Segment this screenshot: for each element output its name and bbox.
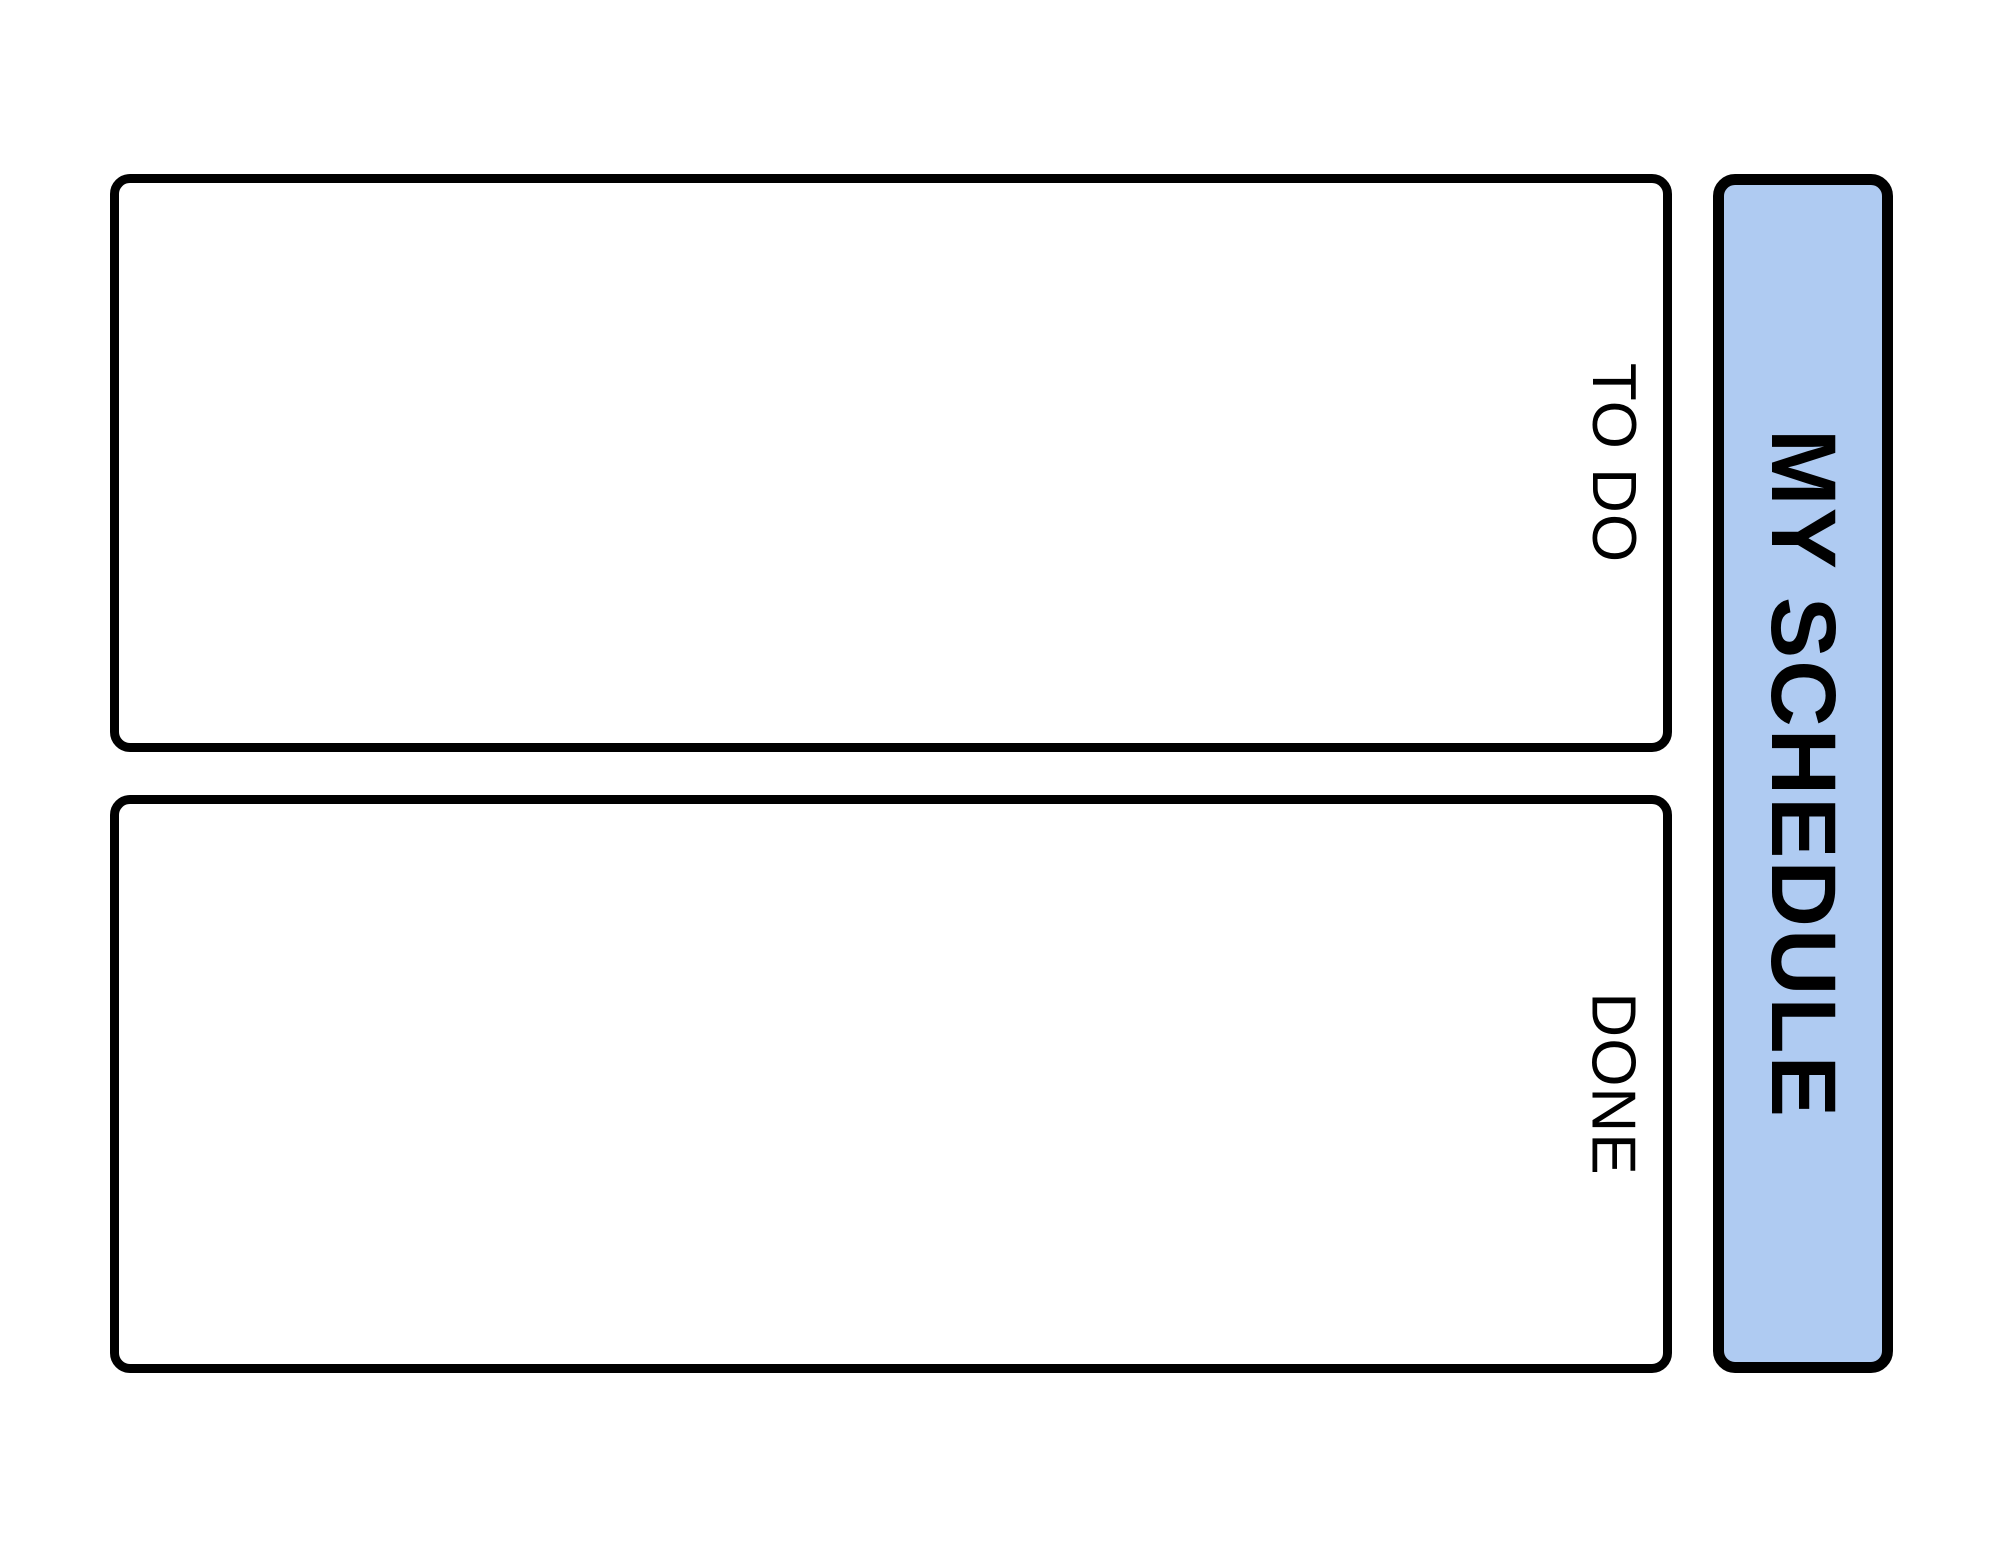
my-schedule-banner: MY SCHEDULE [1713,174,1893,1373]
todo-label-text: TO DO [1579,362,1649,564]
my-schedule-title-text: MY SCHEDULE [1752,428,1855,1119]
done-section-box[interactable]: DONE [110,795,1672,1373]
todo-section-label: TO DO [1577,183,1649,743]
done-section-label: DONE [1577,804,1649,1364]
todo-section-box[interactable]: TO DO [110,174,1672,752]
my-schedule-title: MY SCHEDULE [1724,185,1882,1362]
done-label-text: DONE [1579,992,1649,1176]
